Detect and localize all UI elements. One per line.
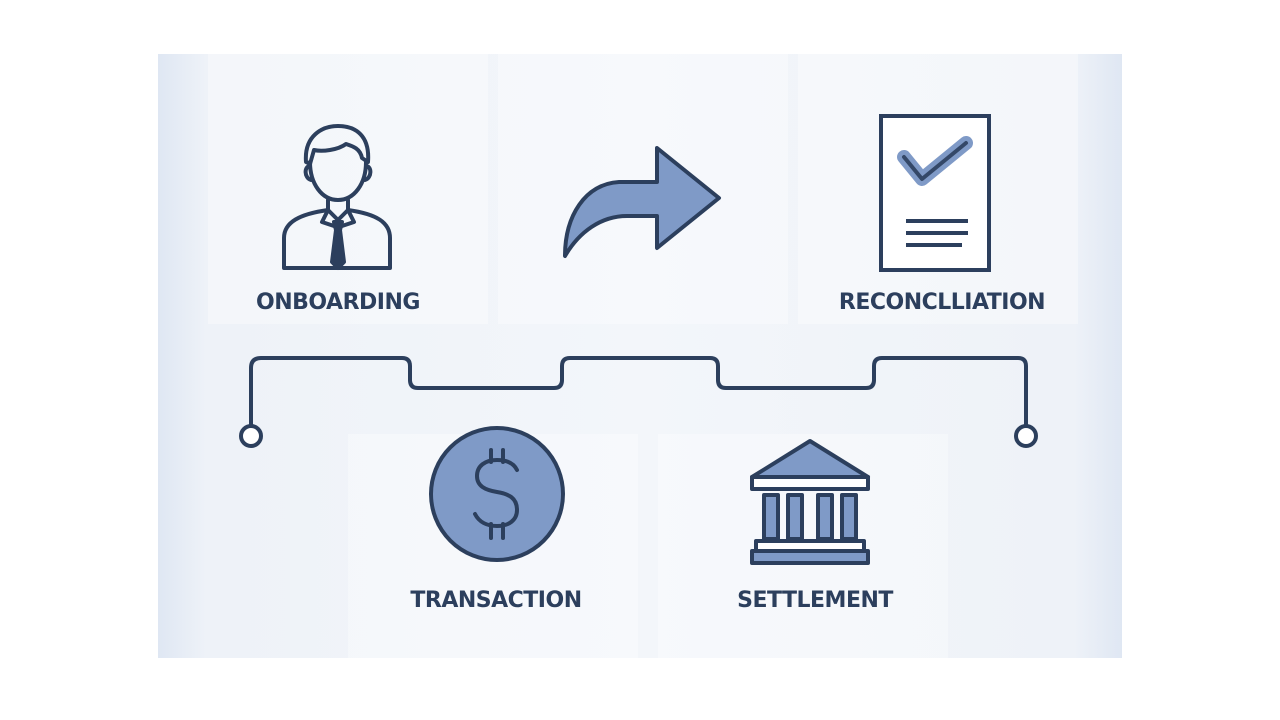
step-label-settlement: SETTLEMENT xyxy=(737,588,893,613)
step-label-reconciliation: RECONCLLIATION xyxy=(838,290,1046,315)
bank-building-icon xyxy=(750,439,870,565)
checked-document-icon xyxy=(879,114,991,272)
curved-arrow-right-icon xyxy=(563,146,721,258)
background-panel xyxy=(208,54,488,324)
step-label-transaction: TRANSACTION xyxy=(410,588,582,613)
person-tie-icon xyxy=(282,124,392,270)
step-label-onboarding: ONBOARDING xyxy=(256,290,420,315)
dollar-coin-icon xyxy=(429,426,565,562)
